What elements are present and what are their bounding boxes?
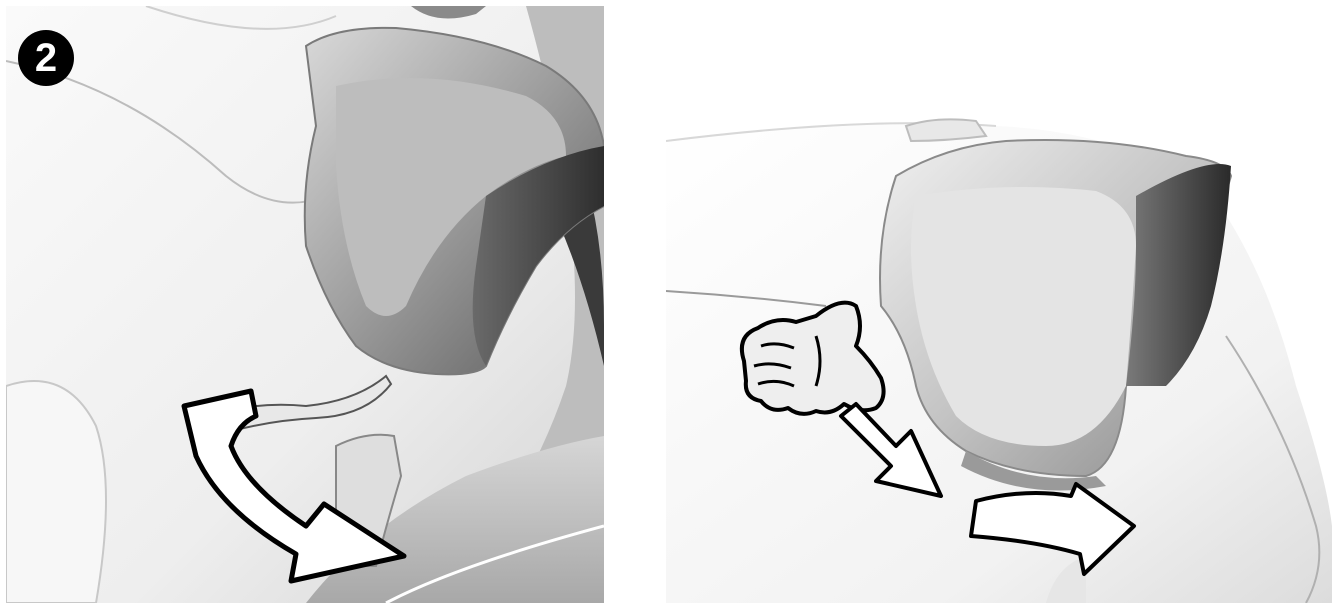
illustration-right [666,6,1332,603]
step-number: 2 [16,28,76,88]
helmet-vent-closeup-right [666,6,1332,603]
step-number-badge: 2 [16,28,76,88]
illustration-left: 2 [6,6,604,603]
helmet-vent-closeup-left [6,6,604,603]
